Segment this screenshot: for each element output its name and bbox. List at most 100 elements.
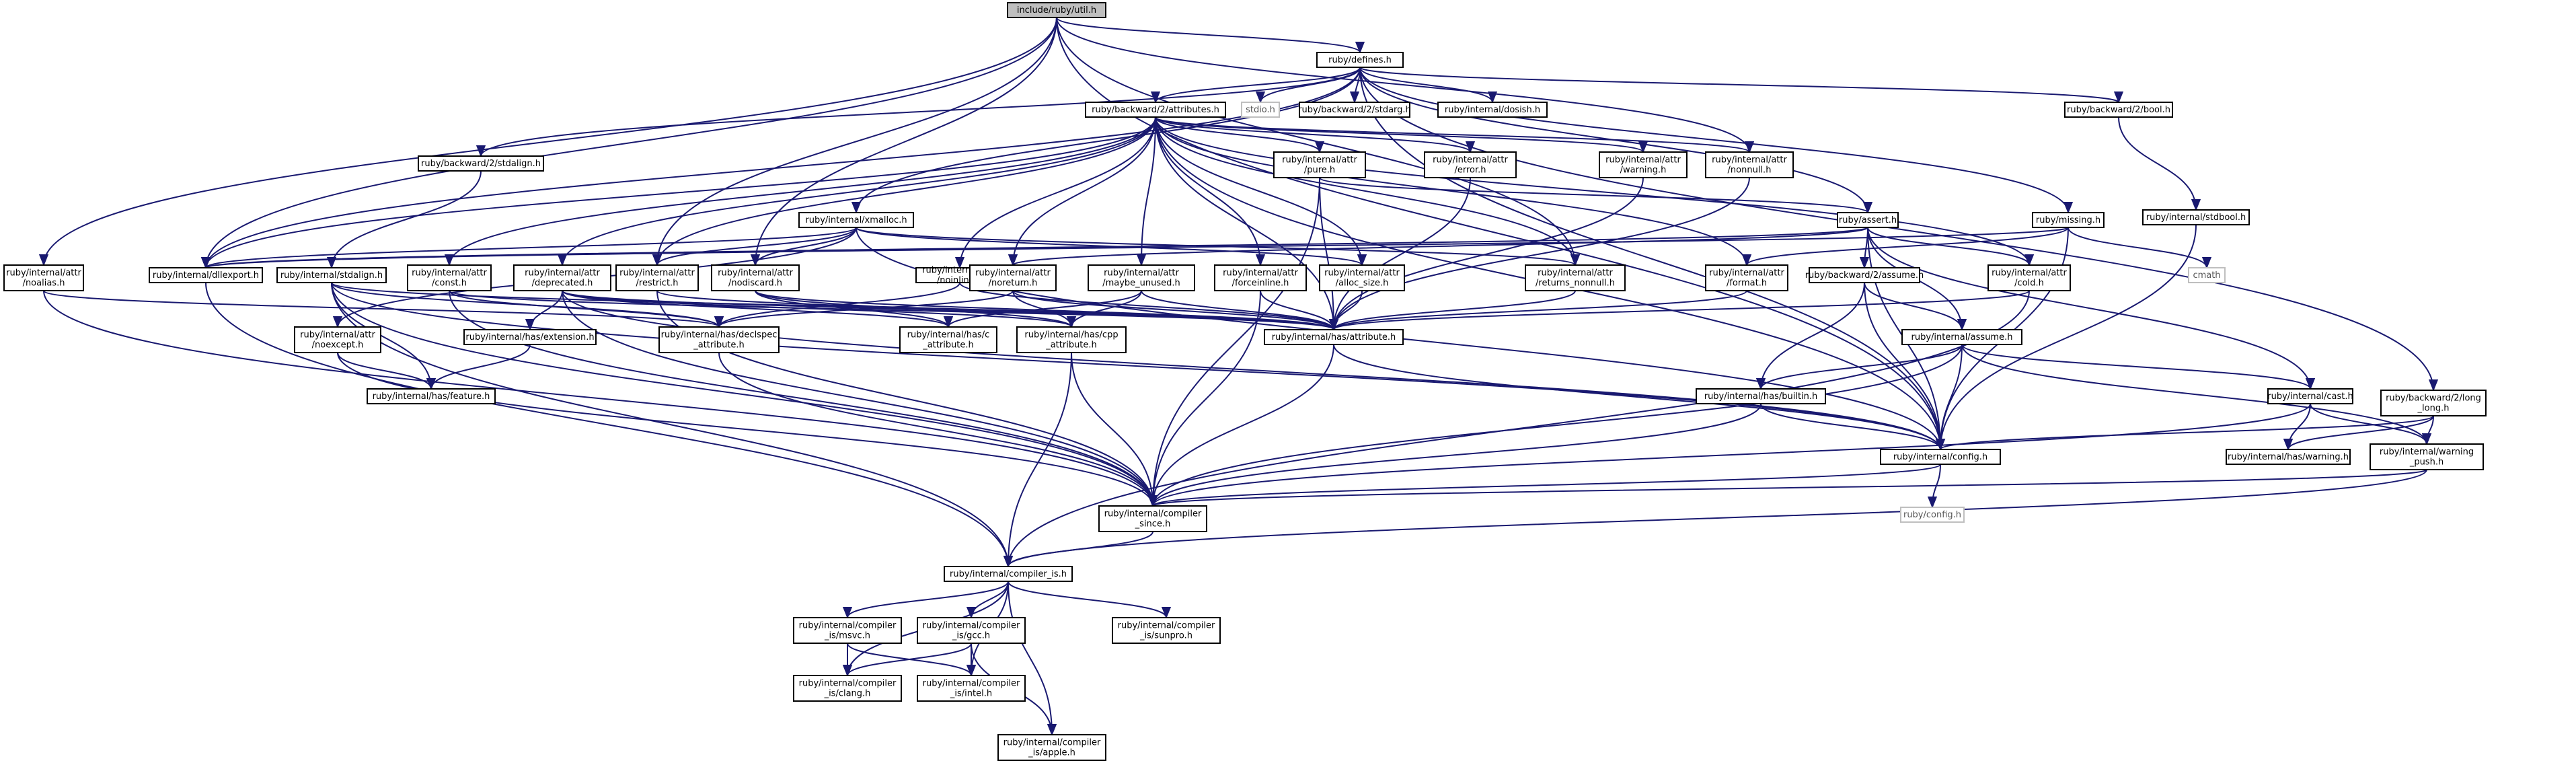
node-label: ruby/internal/attr — [1282, 155, 1357, 166]
node-box — [2032, 212, 2105, 228]
node-box — [1098, 505, 1207, 532]
node-is_apple[interactable]: ruby/internal/compiler_is/apple.h — [997, 734, 1106, 761]
node-stdio[interactable]: stdio.h — [1241, 102, 1280, 118]
node-consth[interactable]: ruby/internal/attr/const.h — [407, 264, 492, 291]
node-box — [1809, 267, 1920, 283]
edge-attributes-to-restrict — [652, 116, 1156, 266]
node-warning_push[interactable]: ruby/internal/warning_push.h — [2370, 443, 2484, 470]
node-box — [615, 264, 699, 291]
node-box — [658, 326, 780, 353]
node-has_warning[interactable]: ruby/internal/has/warning.h — [2226, 449, 2351, 465]
node-label: ruby/internal/compiler — [1003, 738, 1101, 748]
node-alloc_size[interactable]: ruby/internal/attr/alloc_size.h — [1319, 264, 1405, 291]
node-box — [1837, 212, 1899, 228]
edge-assert-to-cold — [1867, 227, 2035, 266]
node-noexcept[interactable]: ruby/internal/attr/noexcept.h — [294, 326, 381, 353]
node-warningh[interactable]: ruby/internal/attr/warning.h — [1599, 151, 1688, 178]
node-has_attribute[interactable]: ruby/internal/has/attribute.h — [1264, 329, 1404, 345]
node-is_msvc[interactable]: ruby/internal/compiler_is/msvc.h — [793, 617, 902, 644]
edge-attributes-to-has_attribute — [1155, 116, 1339, 331]
node-forceinline[interactable]: ruby/internal/attr/forceinline.h — [1214, 264, 1307, 291]
edge-cold-to-has_attribute — [1329, 290, 2030, 331]
node-label: ruby/missing.h — [2036, 215, 2100, 225]
edge-util-to-defines — [1056, 17, 1365, 54]
node-stdalign[interactable]: ruby/internal/stdalign.h — [276, 267, 387, 283]
edge-defines-to-dosish — [1359, 67, 1498, 104]
node-has_declspec[interactable]: ruby/internal/has/declspec_attribute.h — [658, 326, 780, 353]
node-assume[interactable]: ruby/internal/assume.h — [1901, 329, 2022, 345]
node-nodiscard[interactable]: ruby/internal/attr/nodiscard.h — [711, 264, 800, 291]
node-pure[interactable]: ruby/internal/attr/pure.h — [1273, 151, 1366, 178]
node-has_extension[interactable]: ruby/internal/has/extension.h — [463, 329, 597, 345]
edge-returns_nonnull-to-has_attribute — [1329, 290, 1576, 331]
node-errorh[interactable]: ruby/internal/attr/error.h — [1424, 151, 1517, 178]
node-box — [917, 675, 1026, 702]
node-missing[interactable]: ruby/missing.h — [2032, 212, 2105, 228]
node-attributes[interactable]: ruby/backward/2/attributes.h — [1085, 102, 1226, 118]
node-stdbool[interactable]: ruby/internal/stdbool.h — [2142, 209, 2250, 225]
node-bool[interactable]: ruby/backward/2/bool.h — [2064, 102, 2173, 118]
node-util[interactable]: include/ruby/util.h — [1007, 2, 1106, 18]
node-label: /const.h — [432, 279, 467, 289]
node-cast[interactable]: ruby/internal/cast.h — [2267, 388, 2353, 404]
node-has_cpp_attr[interactable]: ruby/internal/has/cpp_attribute.h — [1016, 326, 1127, 353]
node-cmath[interactable]: cmath — [2188, 267, 2226, 283]
node-label: /noreturn.h — [989, 279, 1038, 289]
node-nonnull[interactable]: ruby/internal/attr/nonnull.h — [1705, 151, 1794, 178]
node-label: ruby/assert.h — [1839, 215, 1897, 225]
node-long_long[interactable]: ruby/backward/2/long_long.h — [2380, 390, 2487, 416]
node-config[interactable]: ruby/internal/config.h — [1880, 449, 2001, 465]
node-formath[interactable]: ruby/internal/attr/format.h — [1705, 264, 1788, 291]
edge-xmalloc-to-dllexport — [201, 227, 857, 269]
node-maybe_unused[interactable]: ruby/internal/attr/maybe_unused.h — [1088, 264, 1195, 291]
node-restrict[interactable]: ruby/internal/attr/restrict.h — [615, 264, 699, 291]
node-compiler_since[interactable]: ruby/internal/compiler_since.h — [1098, 505, 1207, 532]
node-is_sunpro[interactable]: ruby/internal/compiler_is/sunpro.h — [1112, 617, 1221, 644]
node-cold[interactable]: ruby/internal/attr/cold.h — [1987, 264, 2071, 291]
node-label: _attribute.h — [693, 340, 745, 351]
node-assume_b[interactable]: ruby/backward/2/assume.h — [1805, 267, 1924, 283]
edge-util-to-nodiscard — [750, 17, 1057, 266]
node-box — [294, 326, 381, 353]
node-compiler_is[interactable]: ruby/internal/compiler_is.h — [944, 566, 1073, 582]
edge-long_long-to-config — [1936, 415, 2434, 451]
edge-xmalloc-to-restrict — [652, 227, 857, 266]
node-returns_nonnull[interactable]: ruby/internal/attr/returns_nonnull.h — [1525, 264, 1626, 291]
node-box — [1273, 151, 1366, 178]
node-label: ruby/internal/has/cpp — [1024, 330, 1118, 340]
node-box — [944, 566, 1073, 582]
node-has_feature[interactable]: ruby/internal/has/feature.h — [367, 388, 496, 404]
node-has_c_attr[interactable]: ruby/internal/has/c_attribute.h — [899, 326, 997, 353]
node-stdalign_b[interactable]: ruby/backward/2/stdalign.h — [418, 155, 544, 172]
edge-util-to-nonnull — [1056, 17, 1755, 153]
edge-defines-to-stdalign_b — [476, 67, 1361, 157]
node-label: /cold.h — [2014, 279, 2044, 289]
node-box — [1696, 388, 1826, 404]
edge-missing-to-dllexport — [202, 227, 2069, 269]
node-label: _since.h — [1135, 519, 1171, 529]
node-noreturn[interactable]: ruby/internal/attr/noreturn.h — [969, 264, 1057, 291]
node-label: _attribute.h — [1045, 340, 1097, 351]
node-is_intel[interactable]: ruby/internal/compiler_is/intel.h — [917, 675, 1026, 702]
node-defines[interactable]: ruby/defines.h — [1316, 52, 1404, 68]
node-rubyconfig[interactable]: ruby/config.h — [1900, 507, 1965, 523]
node-deprecated[interactable]: ruby/internal/attr/deprecated.h — [513, 264, 611, 291]
edge-defines-to-stdio — [1255, 67, 1361, 104]
node-noalias[interactable]: ruby/internal/attr/noalias.h — [3, 264, 84, 291]
node-dosish[interactable]: ruby/internal/dosish.h — [1437, 102, 1548, 118]
node-xmalloc[interactable]: ruby/internal/xmalloc.h — [798, 212, 914, 228]
node-is_gcc[interactable]: ruby/internal/compiler_is/gcc.h — [917, 617, 1026, 644]
edge-consth-to-compiler_since — [449, 290, 1158, 507]
edge-has_builtin-to-compiler_since — [1147, 403, 1761, 507]
node-box — [1319, 264, 1405, 291]
node-box — [1880, 449, 2001, 465]
edge-noreturn-to-has_declspec — [714, 290, 1014, 328]
node-stdarg[interactable]: ruby/backward/2/stdarg.h — [1298, 102, 1411, 118]
node-label: /format.h — [1727, 279, 1767, 289]
node-has_builtin[interactable]: ruby/internal/has/builtin.h — [1696, 388, 1826, 404]
node-dllexport[interactable]: ruby/internal/dllexport.h — [149, 267, 263, 283]
node-assert[interactable]: ruby/assert.h — [1837, 212, 1899, 228]
edge-long_long-to-warning_push — [2421, 415, 2434, 445]
node-is_clang[interactable]: ruby/internal/compiler_is/clang.h — [793, 675, 902, 702]
node-box — [367, 388, 496, 404]
